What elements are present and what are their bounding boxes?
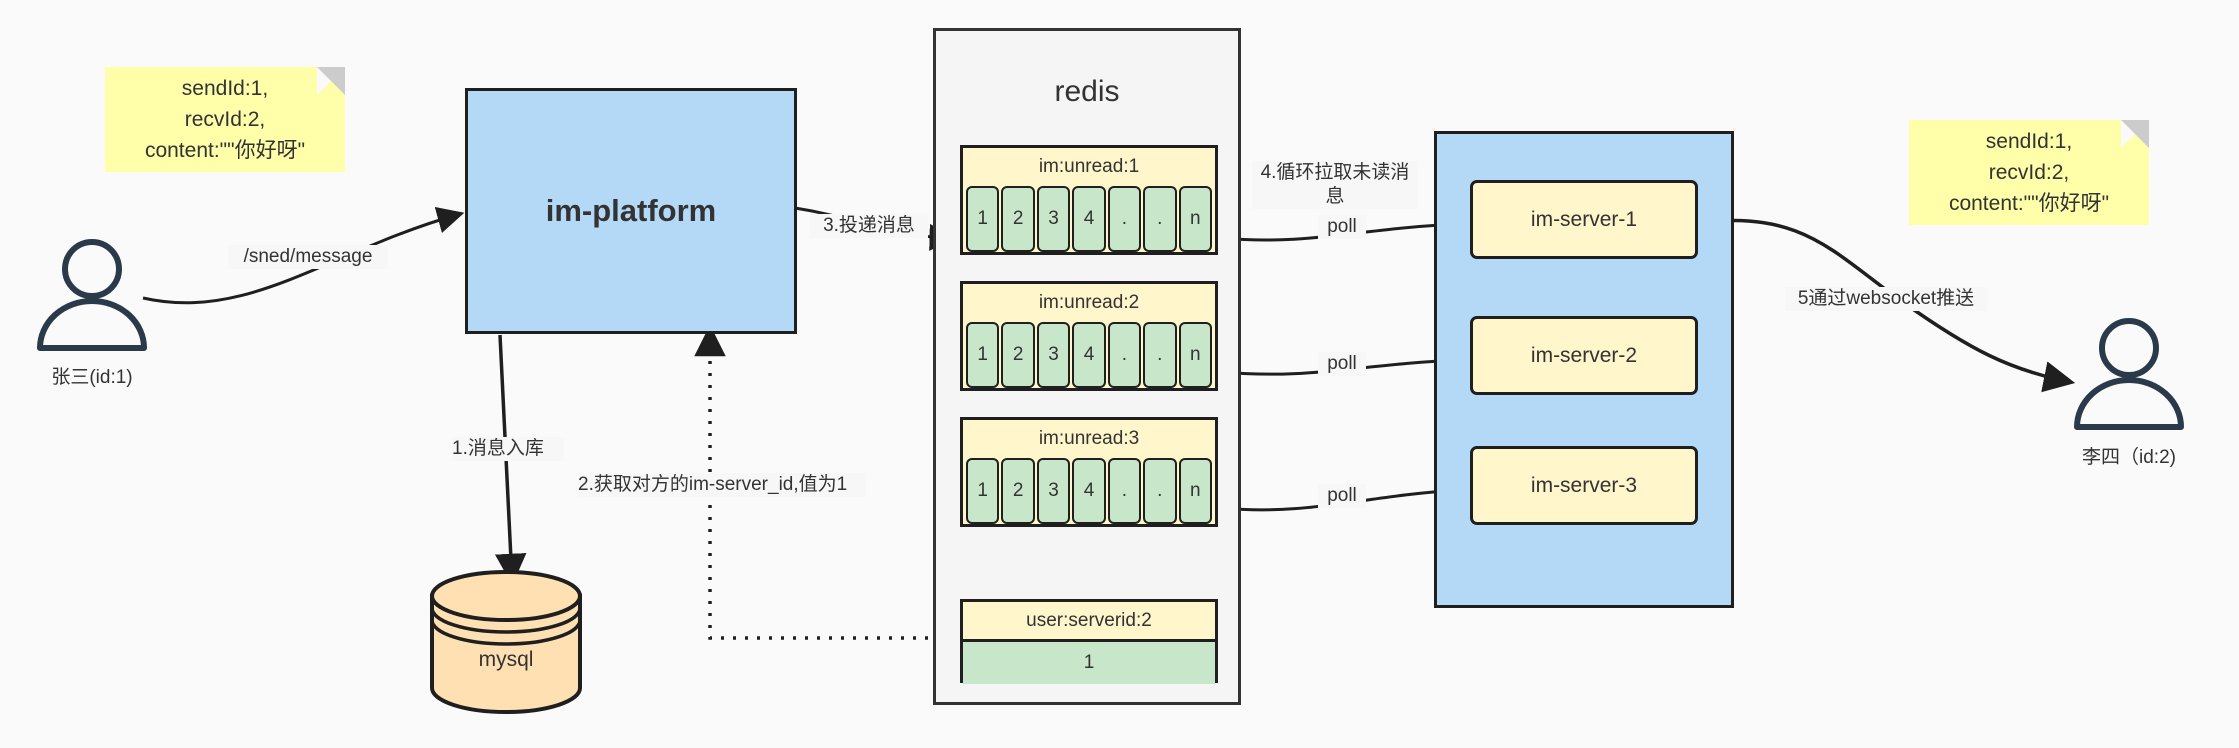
queue-cell[interactable]: 3 — [1036, 322, 1071, 388]
im-server-2-label: im-server-2 — [1530, 343, 1638, 367]
im-server-2-box[interactable]: im-server-2 — [1470, 316, 1698, 395]
queue-cell[interactable]: 4 — [1072, 186, 1106, 252]
redis-key-user-serverid-value: 1 — [963, 639, 1215, 684]
im-platform-label: im-platform — [545, 193, 717, 228]
queue-cell[interactable]: n — [1178, 458, 1212, 524]
im-server-3-label: im-server-3 — [1530, 473, 1638, 497]
sender-actor-icon — [37, 239, 147, 351]
edge-label-step5-websocket-push: 5通过websocket推送 — [1785, 287, 1987, 311]
redis-queue-unread-3[interactable]: im:unread:3 1 2 3 4 . . n — [960, 417, 1218, 527]
queue-cell[interactable]: . — [1143, 186, 1177, 252]
redis-queue-unread-3-key: im:unread:3 — [1038, 428, 1140, 449]
redis-queue-unread-2-cells: 1 2 3 4 . . n — [963, 322, 1215, 391]
redis-queue-unread-3-cells: 1 2 3 4 . . n — [963, 458, 1215, 527]
queue-cell[interactable]: 3 — [1036, 186, 1071, 252]
edge-label-poll-2: poll — [1318, 352, 1366, 376]
edge-label-poll-1: poll — [1318, 215, 1366, 239]
redis-key-user-serverid[interactable]: user:serverid:2 1 — [960, 599, 1218, 684]
edge-label-step2-get-serverid: 2.获取对方的im-server_id,值为1 — [578, 473, 866, 497]
queue-cell[interactable]: 2 — [1001, 458, 1035, 524]
edge-label-step3-deliver: 3.投递消息 — [810, 214, 928, 238]
queue-cell[interactable]: 4 — [1072, 458, 1106, 524]
queue-cell[interactable]: n — [1178, 186, 1212, 252]
sender-actor-label: 张三(id:1) — [51, 367, 133, 388]
redis-key-user-serverid-key: user:serverid:2 — [1026, 610, 1152, 631]
note-left-message-payload: sendId:1, recvId:2, content:""你好呀" — [105, 67, 345, 172]
edge-label-send-message: /sned/message — [228, 245, 388, 269]
queue-cell[interactable]: . — [1107, 186, 1142, 252]
note-left-text: sendId:1, recvId:2, content:""你好呀" — [144, 77, 306, 162]
redis-queue-unread-1-cells: 1 2 3 4 . . n — [963, 186, 1215, 255]
im-server-1-box[interactable]: im-server-1 — [1470, 180, 1698, 259]
queue-cell[interactable]: 4 — [1072, 322, 1106, 388]
queue-cell[interactable]: 1 — [966, 186, 1000, 252]
im-server-3-box[interactable]: im-server-3 — [1470, 446, 1698, 525]
edge-get-serverid — [694, 324, 952, 640]
queue-cell[interactable]: 1 — [966, 322, 1000, 388]
edge-label-step4-poll-loop: 4.循环拉取未读消 息 — [1252, 161, 1418, 209]
queue-cell[interactable]: n — [1178, 322, 1212, 388]
edge-label-poll-3: poll — [1318, 484, 1366, 508]
redis-container: redis im:unread:1 1 2 3 4 . . n im:unrea… — [933, 28, 1241, 705]
redis-queue-unread-1[interactable]: im:unread:1 1 2 3 4 . . n — [960, 145, 1218, 255]
queue-cell[interactable]: 1 — [966, 458, 1000, 524]
receiver-actor-icon — [2074, 318, 2184, 430]
queue-cell[interactable]: 3 — [1036, 458, 1071, 524]
queue-cell[interactable]: . — [1143, 322, 1177, 388]
mysql-label: mysql — [478, 648, 534, 671]
redis-title: redis — [1054, 75, 1120, 108]
im-platform-box[interactable]: im-platform — [465, 88, 797, 334]
queue-cell[interactable]: 2 — [1001, 186, 1035, 252]
queue-cell[interactable]: 2 — [1001, 322, 1035, 388]
queue-cell[interactable]: . — [1143, 458, 1177, 524]
im-server-cluster: im-server-1 im-server-2 im-server-3 — [1434, 131, 1734, 608]
im-server-1-label: im-server-1 — [1530, 207, 1638, 231]
queue-cell[interactable]: . — [1107, 458, 1142, 524]
note-right-message-payload: sendId:1, recvId:2, content:""你好呀" — [1909, 120, 2149, 225]
redis-queue-unread-2-key: im:unread:2 — [1038, 292, 1140, 313]
edge-label-step1-store: 1.消息入库 — [452, 437, 564, 461]
edge-send-message — [142, 207, 465, 305]
mysql-node[interactable]: mysql — [432, 648, 580, 678]
redis-queue-unread-2[interactable]: im:unread:2 1 2 3 4 . . n — [960, 281, 1218, 391]
queue-cell[interactable]: . — [1107, 322, 1142, 388]
redis-queue-unread-1-key: im:unread:1 — [1038, 156, 1140, 177]
mysql-cylinder-icon — [430, 570, 582, 714]
note-right-text: sendId:1, recvId:2, content:""你好呀" — [1948, 130, 2110, 215]
receiver-actor-label: 李四（id:2) — [2082, 447, 2176, 468]
